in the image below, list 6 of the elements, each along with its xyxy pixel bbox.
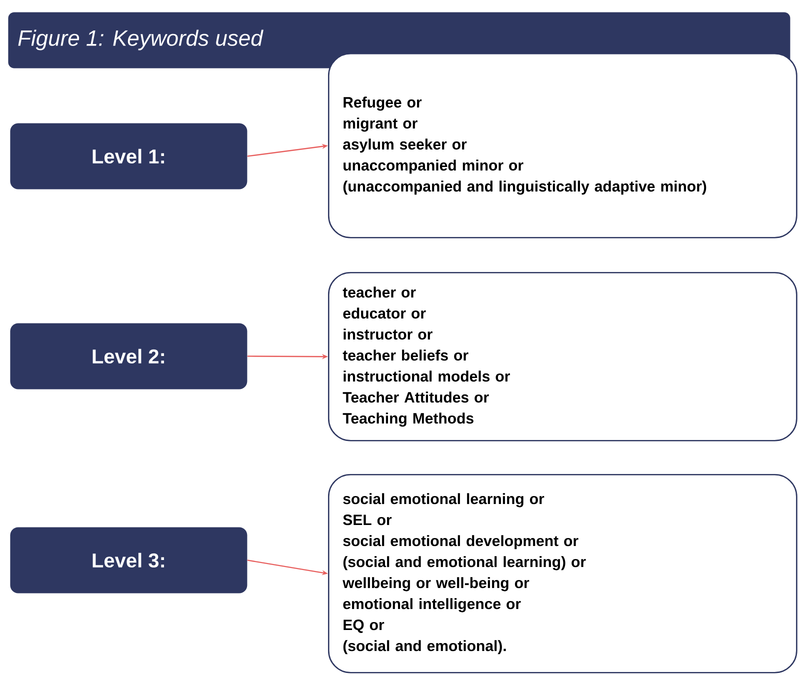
level-box: Level 2: bbox=[10, 323, 248, 390]
level-box: Level 1: bbox=[10, 123, 248, 190]
level-box: Level 3: bbox=[10, 527, 248, 594]
keyword-box: Refugee or migrant or asylum seeker or unaccompanied minor or (unaccompanied and linguistically adaptive minor) bbox=[328, 53, 798, 238]
keyword-box: teacher or educator or instructor or teacher beliefs or instructional models or Teacher Attitudes or Teaching Methods bbox=[328, 272, 798, 442]
keyword-box: social emotional learning or SEL or social emotional development or (social and emotional learning) or wellbeing or well-being or emotional intelligence or EQ or (social and emotional). bbox=[328, 474, 798, 674]
